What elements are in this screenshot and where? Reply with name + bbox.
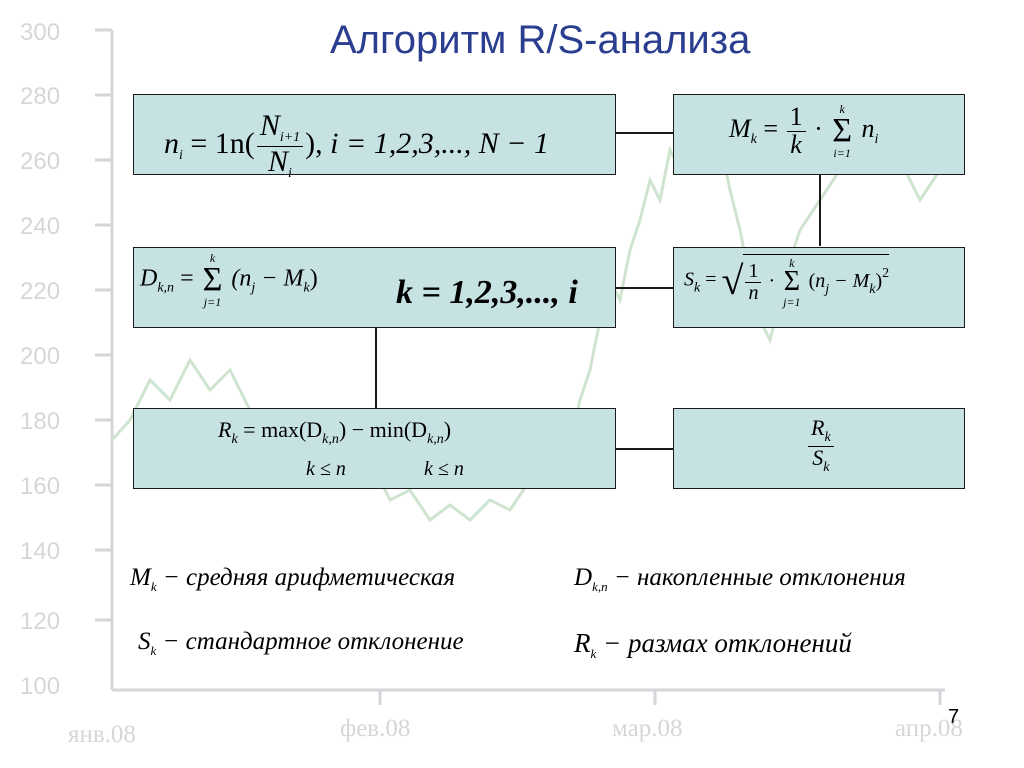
legend-rk: Rk − размах отклонений: [574, 628, 852, 661]
legend-mk: Mk − средняя арифметическая: [130, 564, 456, 594]
legend-sk: Sk − стандартное отклонение: [138, 628, 464, 658]
y-tick-label: 220: [20, 278, 60, 305]
square-root-icon: √: [721, 257, 744, 303]
formula-box-rk: Rk = max(Dk,n) − min(Dk,n) k ≤ n k ≤ n: [133, 408, 616, 489]
formula-sk: Sk = √ 1n · kΣj=1 (nj − MSk)2: [684, 254, 890, 309]
formula-rk: Rk = max(Dk,n) − min(Dk,n): [218, 417, 452, 447]
formula-dkn-range: k = 1,2,3,..., i: [396, 274, 578, 311]
formula-rk-cond2: k ≤ n: [424, 458, 464, 480]
y-tick-label: 200: [20, 343, 60, 370]
y-tick-label: 260: [20, 148, 60, 175]
x-tick-label: мар.08: [612, 715, 683, 742]
connector-rk-rs: [615, 448, 673, 450]
y-axis-labels: 300 280 260 240 220 200 180 160 140 120 …: [20, 19, 60, 700]
formula-box-sk: Sk = √ 1n · kΣj=1 (nj − MSk)2: [673, 247, 965, 328]
x-axis-labels: янв.08 фев.08 мар.08 апр.08: [68, 715, 963, 748]
x-tick-label: апр.08: [895, 715, 963, 742]
y-tick-label: 180: [20, 408, 60, 435]
connector-ni-mk: [615, 132, 673, 134]
y-tick-label: 240: [20, 213, 60, 240]
chart-gridlines: [95, 28, 945, 705]
legend-dkn: Dk,n − накопленные отклонения: [574, 564, 906, 594]
page-number: 7: [948, 706, 960, 728]
y-tick-label: 300: [20, 19, 60, 46]
connector-mk-sk: [819, 174, 821, 246]
x-tick-label: янв.08: [68, 721, 136, 748]
formula-rk-cond1: k ≤ n: [306, 458, 346, 480]
y-tick-label: 280: [20, 83, 60, 110]
x-tick-label: фев.08: [340, 715, 410, 742]
slide-title: Алгоритм R/S-анализа: [330, 18, 751, 62]
connector-dkn-rk: [375, 327, 377, 408]
y-tick-label: 100: [20, 673, 60, 700]
y-tick-label: 120: [20, 608, 60, 635]
y-tick-label: 160: [20, 473, 60, 500]
y-tick-label: 140: [20, 538, 60, 565]
connector-dkn-sk: [615, 287, 673, 289]
